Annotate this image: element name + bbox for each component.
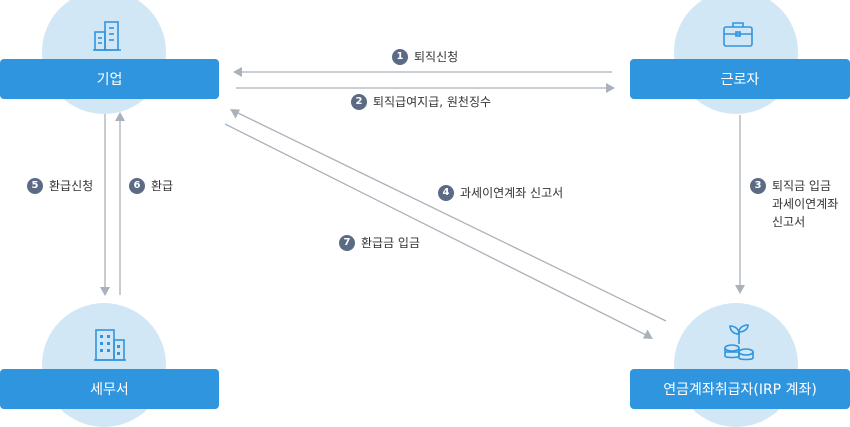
step-3-line-2: 과세이연계좌 (772, 197, 839, 211)
step-2-label: 퇴직급여지급, 원천징수 (373, 95, 492, 109)
worker-label: 근로자 (720, 72, 760, 88)
step-3-line-1: 퇴직금 입금 (772, 179, 832, 193)
step-3: 3 퇴직금 입금 과세이연계좌 신고서 (750, 177, 838, 231)
step-1: 1 퇴직신청 (392, 48, 458, 66)
step-5-badge: 5 (27, 178, 43, 194)
step-7-label: 환급금 입금 (361, 236, 421, 250)
building-icon (93, 21, 121, 51)
step-1-badge: 1 (392, 49, 408, 65)
office-building-icon (94, 329, 126, 361)
step-4: 4 과세이연계좌 신고서 (438, 184, 563, 202)
step-5: 5 환급신청 (27, 177, 93, 195)
step-7-badge: 7 (339, 235, 355, 251)
step-6-badge: 6 (129, 178, 145, 194)
step-5-label: 환급신청 (49, 179, 94, 193)
step-3-line-3: 신고서 (772, 215, 806, 229)
worker-node: 근로자 (630, 59, 850, 99)
step-4-badge: 4 (438, 185, 454, 201)
flow-arrows (100, 67, 745, 339)
pension-label: 연금계좌취급자(IRP 계좌) (663, 382, 817, 398)
step-3-badge: 3 (750, 178, 766, 194)
step-6-label: 환급 (151, 179, 174, 193)
pension-node: 연금계좌취급자(IRP 계좌) (630, 369, 850, 409)
step-2: 2 퇴직급여지급, 원천징수 (351, 93, 491, 111)
arrow-refund-deposit (224, 123, 647, 336)
step-4-label: 과세이연계좌 신고서 (460, 186, 564, 200)
tax-office-label: 세무서 (90, 382, 129, 398)
company-label: 기업 (96, 72, 123, 88)
step-2-badge: 2 (351, 94, 367, 110)
step-7: 7 환급금 입금 (339, 234, 420, 252)
company-node: 기업 (0, 59, 219, 99)
tax-office-node: 세무서 (0, 369, 219, 409)
step-1-label: 퇴직신청 (414, 50, 459, 64)
briefcase-icon (723, 22, 753, 47)
arrow-deferral-report (237, 112, 667, 322)
step-6: 6 환급 (129, 177, 173, 195)
coin-stack-sprout-icon (724, 324, 754, 361)
